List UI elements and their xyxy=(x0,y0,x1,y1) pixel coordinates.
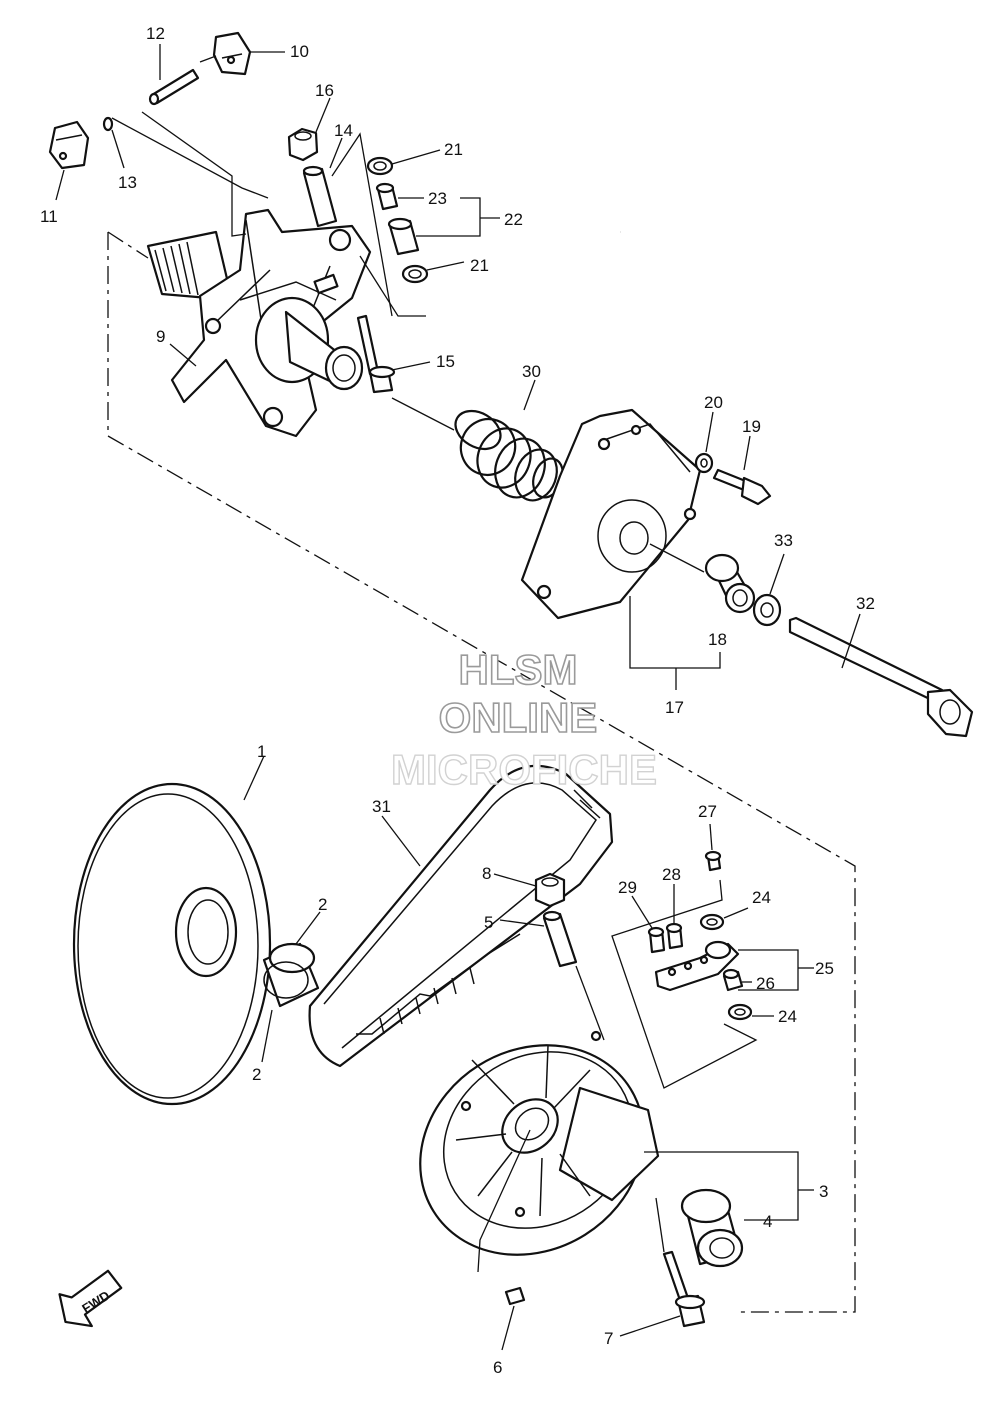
part-24-washer-bottom xyxy=(727,1003,753,1021)
label-part-4: 4 xyxy=(763,1212,772,1231)
assembly-guide-lines xyxy=(107,231,856,1313)
label-part-32: 32 xyxy=(856,594,875,613)
label-part-8: 8 xyxy=(482,864,491,883)
label-part-10: 10 xyxy=(290,42,309,61)
part-4-bushing xyxy=(680,1188,744,1268)
part-15-bolt xyxy=(356,314,396,394)
watermark-line-2: ONLINE xyxy=(439,694,598,741)
label-part-5: 5 xyxy=(484,913,493,932)
label-part-25: 25 xyxy=(815,959,834,978)
label-part-14: 14 xyxy=(334,121,353,140)
part-30-spring xyxy=(454,409,564,502)
part-2-collar xyxy=(262,942,320,1008)
part-5-sleeve xyxy=(542,910,578,968)
part-23-bushing xyxy=(375,182,399,211)
label-part-19: 19 xyxy=(742,417,761,436)
part-20-washer xyxy=(694,452,714,474)
part-12-pin xyxy=(148,68,200,106)
fwd-arrow-badge: FWD xyxy=(58,1269,123,1328)
label-part-3: 3 xyxy=(819,1182,828,1201)
part-24-washer-top xyxy=(699,913,725,931)
label-part-2-bottom: 2 xyxy=(252,1065,261,1084)
label-part-27: 27 xyxy=(698,802,717,821)
label-part-22: 22 xyxy=(504,210,523,229)
part-21-washer-bottom xyxy=(401,264,429,284)
part-29-bolt xyxy=(647,926,666,954)
label-part-1: 1 xyxy=(257,742,266,761)
label-part-2-top: 2 xyxy=(318,895,327,914)
part-number-labels: 12 10 16 14 21 13 23 11 22 21 9 15 30 20… xyxy=(40,24,875,1377)
label-part-23: 23 xyxy=(428,189,447,208)
part-16-nut xyxy=(287,127,319,162)
part-14-sleeve xyxy=(302,165,338,228)
part-3-secondary-sheave xyxy=(419,1030,660,1256)
label-part-18: 18 xyxy=(708,630,727,649)
label-part-31: 31 xyxy=(372,797,391,816)
part-18-bushing xyxy=(704,553,756,614)
watermark-line-1: HLSM xyxy=(459,646,578,693)
part-21-washer-top xyxy=(366,156,394,176)
label-part-30: 30 xyxy=(522,362,541,381)
part-9-spider xyxy=(146,208,372,438)
label-part-26: 26 xyxy=(756,974,775,993)
label-part-20: 20 xyxy=(704,393,723,412)
label-part-11: 11 xyxy=(40,207,58,226)
part-8-nut xyxy=(534,872,566,908)
label-part-21-bottom: 21 xyxy=(470,256,489,275)
label-part-17: 17 xyxy=(665,698,684,717)
part-7-bolt xyxy=(662,1250,706,1328)
label-part-16: 16 xyxy=(315,81,334,100)
part-22-roller xyxy=(387,217,420,256)
watermark-line-3: MICROFICHE xyxy=(391,746,657,793)
label-part-24-top: 24 xyxy=(752,888,771,907)
watermark: HLSM ONLINE MICROFICHE xyxy=(390,645,657,794)
part-26-spacer xyxy=(722,968,744,992)
label-part-7: 7 xyxy=(604,1329,613,1348)
part-13-clip xyxy=(102,116,114,132)
part-31-belt xyxy=(308,764,614,1068)
label-part-33: 33 xyxy=(774,531,793,550)
label-part-9: 9 xyxy=(156,327,165,346)
part-28-bolt xyxy=(665,922,684,950)
part-10-weight xyxy=(212,31,252,76)
leader-lines xyxy=(55,44,861,1351)
label-part-21-top: 21 xyxy=(444,140,463,159)
part-32-bolt xyxy=(788,616,974,738)
label-part-29: 29 xyxy=(618,878,637,897)
part-17-cover xyxy=(520,408,702,620)
label-part-12: 12 xyxy=(146,24,165,43)
label-part-13: 13 xyxy=(118,173,137,192)
part-25-bracket xyxy=(654,940,740,992)
label-part-24-bottom: 24 xyxy=(778,1007,797,1026)
part-6-pin xyxy=(504,1286,526,1306)
part-19-bolt xyxy=(712,468,772,506)
label-part-6: 6 xyxy=(493,1358,502,1377)
part-11-weight xyxy=(48,120,90,170)
part-1-sheave xyxy=(72,782,272,1106)
part-33-washer xyxy=(752,593,782,627)
label-part-28: 28 xyxy=(662,865,681,884)
part-27-bolt xyxy=(704,850,722,872)
label-part-15: 15 xyxy=(436,352,455,371)
